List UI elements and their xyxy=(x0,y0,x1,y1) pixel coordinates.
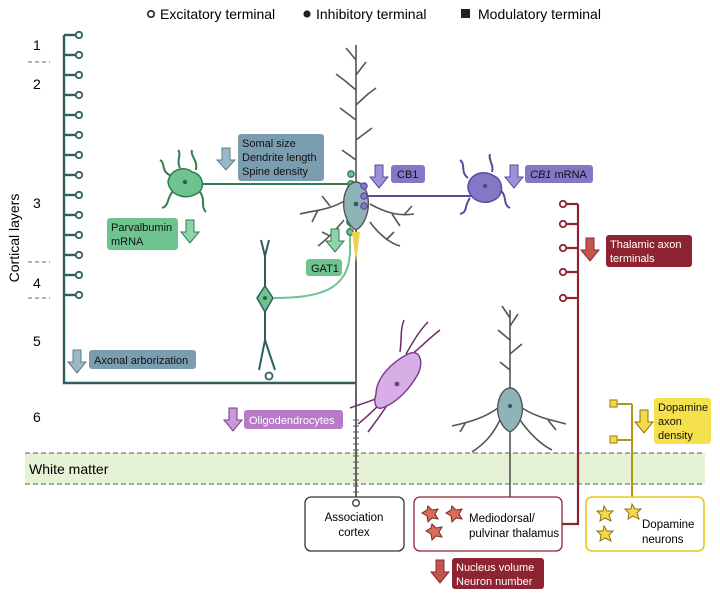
legend-inhibitory-label: Inhibitory terminal xyxy=(316,6,427,22)
decrease-arrow-icon xyxy=(579,237,601,262)
layer-2-label: 2 xyxy=(33,76,41,92)
nucleus-volume-line1: Nucleus volume xyxy=(456,562,534,574)
parvalbumin-line2: mRNA xyxy=(111,236,144,248)
white-matter-label: White matter xyxy=(29,461,109,477)
excitatory-terminal xyxy=(74,250,84,260)
somal-size-text: Somal size xyxy=(242,138,296,150)
excitatory-terminal xyxy=(74,190,84,200)
dopamine-neurons-line1: Dopamine xyxy=(642,519,694,531)
cb1-annotation: CB1 xyxy=(368,164,425,189)
oligodendrocyte xyxy=(349,319,441,433)
legend-modulatory-label: Modulatory terminal xyxy=(478,6,601,22)
parvalbumin-interneuron xyxy=(159,149,355,213)
cb1-mrna-italic: CB1 xyxy=(530,169,551,181)
excitatory-terminal xyxy=(558,293,568,303)
nucleus-volume-annotation: Nucleus volume Neuron number xyxy=(429,558,544,589)
parvalbumin-line1: Parvalbumin xyxy=(111,222,172,234)
dopamine-density-line2: axon xyxy=(658,416,682,428)
excitatory-terminal xyxy=(74,150,84,160)
decrease-arrow-icon xyxy=(368,164,390,189)
modulatory-terminal-icon xyxy=(461,9,470,18)
excitatory-terminal xyxy=(74,110,84,120)
thalamus-line2: pulvinar thalamus xyxy=(469,528,559,540)
thalamus-line1: Mediodorsal/ xyxy=(469,513,536,525)
teal-axon-arbor xyxy=(62,30,356,385)
decrease-arrow-icon xyxy=(179,219,201,244)
decrease-arrow-icon xyxy=(324,228,346,253)
dopamine-density-line1: Dopamine xyxy=(658,402,708,414)
decrease-arrow-icon xyxy=(633,409,655,434)
dopamine-neurons-box: Dopamine neurons xyxy=(585,496,705,552)
axonal-arborization-label: Axonal arborization xyxy=(94,355,188,367)
decrease-arrow-icon xyxy=(503,164,525,189)
thalamic-pyramidal-neuron xyxy=(451,305,567,513)
dendrite-length-text: Dendrite length xyxy=(242,152,317,164)
svg-text:CB1 mRNA: CB1 mRNA xyxy=(530,169,588,181)
thalamus-box: Mediodorsal/ pulvinar thalamus xyxy=(413,496,563,552)
association-cortex-line2: cortex xyxy=(338,527,370,539)
layer-6-label: 6 xyxy=(33,409,41,425)
excitatory-terminal xyxy=(74,30,84,40)
excitatory-terminal xyxy=(74,50,84,60)
decrease-arrow-icon xyxy=(222,407,244,432)
inhibitory-terminal-icon xyxy=(303,10,311,18)
dopamine-neurons-icon xyxy=(595,502,643,542)
excitatory-terminal xyxy=(558,199,568,209)
excitatory-terminal xyxy=(74,290,84,300)
thalamic-line2: terminals xyxy=(610,253,655,265)
dopamine-density-annotation: Dopamine axon density xyxy=(633,398,711,444)
excitatory-terminal xyxy=(74,270,84,280)
white-matter-band: White matter xyxy=(25,452,705,485)
nucleus-volume-line2: Neuron number xyxy=(456,576,533,588)
layer-3-label: 3 xyxy=(33,195,41,211)
layer-labels: 1 2 3 4 5 6 Cortical layers xyxy=(6,37,50,425)
oligodendrocytes-label: Oligodendrocytes xyxy=(249,415,335,427)
legend-excitatory-label: Excitatory terminal xyxy=(160,6,275,22)
spine-density-text: Spine density xyxy=(242,166,309,178)
dopamine-density-line3: density xyxy=(658,430,693,442)
association-cortex-box: Association cortex xyxy=(304,496,405,552)
somal-size-box xyxy=(238,134,324,181)
oligodendrocytes-annotation: Oligodendrocytes xyxy=(222,407,343,432)
dopamine-neurons-line2: neurons xyxy=(642,534,684,546)
excitatory-terminal xyxy=(558,267,568,277)
gat1-annotation: GAT1 xyxy=(306,228,346,276)
somal-size-annotation: Somal size Dendrite length Spine density xyxy=(215,134,324,181)
decrease-arrow-icon xyxy=(215,147,237,171)
decrease-arrow-icon xyxy=(429,559,451,584)
cb1-interneuron xyxy=(360,153,511,215)
thalamic-terminals-annotation: Thalamic axon terminals xyxy=(579,235,692,267)
layer-1-label: 1 xyxy=(33,37,41,53)
excitatory-terminal xyxy=(74,170,84,180)
excitatory-terminal xyxy=(74,230,84,240)
gat1-label: GAT1 xyxy=(311,263,339,275)
thalamic-axon xyxy=(558,199,580,526)
thalamic-neurons-icon xyxy=(421,505,463,542)
excitatory-terminal-icon xyxy=(147,10,156,19)
excitatory-terminal xyxy=(74,90,84,100)
cortical-layers-axis-label: Cortical layers xyxy=(6,194,22,283)
layer-4-label: 4 xyxy=(33,275,41,291)
decrease-arrow-icon xyxy=(66,349,88,374)
axonal-arborization-annotation: Axonal arborization xyxy=(66,349,196,374)
thalamic-line1: Thalamic axon xyxy=(610,239,682,251)
layer-5-label: 5 xyxy=(33,333,41,349)
excitatory-terminal xyxy=(74,70,84,80)
parvalbumin-annotation: Parvalbumin mRNA xyxy=(107,218,201,250)
association-cortex-line1: Association xyxy=(325,512,384,524)
excitatory-terminal xyxy=(74,210,84,220)
dopamine-axon xyxy=(609,399,633,514)
excitatory-terminal xyxy=(558,219,568,229)
legend: Excitatory terminal Inhibitory terminal … xyxy=(147,6,601,22)
excitatory-terminal xyxy=(558,243,568,253)
cb1-label: CB1 xyxy=(397,169,418,181)
excitatory-terminal xyxy=(74,130,84,140)
cb1-mrna-rest: mRNA xyxy=(551,169,587,181)
cb1-mrna-annotation: CB1 mRNA xyxy=(503,164,593,189)
